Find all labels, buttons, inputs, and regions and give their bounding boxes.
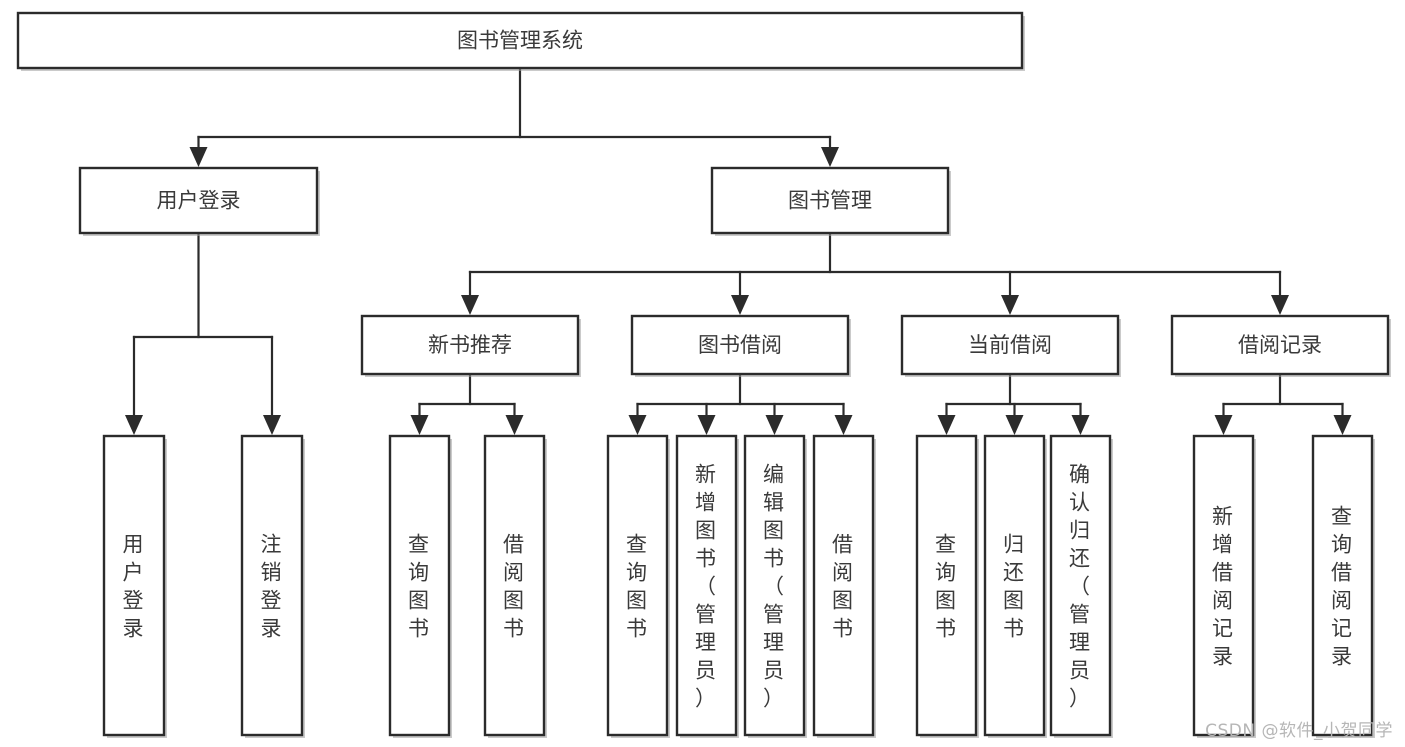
connector-arrowhead — [628, 415, 647, 435]
node-book-manage[interactable]: 图书管理 — [710, 166, 951, 236]
node-new-book-rec[interactable]: 新书推荐 — [360, 314, 581, 377]
node-rect[interactable] — [1192, 434, 1255, 737]
connector-arrowhead — [697, 415, 716, 435]
node-leaf-borrow-query-book[interactable]: 查询图书 — [606, 434, 670, 738]
node-label: 当前借阅 — [968, 333, 1052, 357]
node-label: 图书管理系统 — [457, 29, 583, 53]
node-user-login[interactable]: 用户登录 — [78, 166, 320, 236]
connector-arrowhead — [1333, 415, 1352, 435]
node-label: 借阅记录 — [1238, 333, 1322, 357]
node-label: 借阅图书 — [832, 532, 855, 640]
node-rect[interactable] — [915, 434, 978, 737]
connector-group — [1214, 372, 1352, 435]
node-leaf-borrow-book[interactable]: 借阅图书 — [812, 434, 876, 738]
node-rect[interactable] — [710, 166, 950, 235]
connector-arrowhead — [461, 295, 479, 315]
connector-arrowhead — [410, 415, 429, 435]
node-rect[interactable] — [675, 434, 738, 737]
node-rect[interactable] — [1049, 434, 1112, 737]
connector-group — [189, 66, 839, 167]
connector-arrowhead — [1005, 415, 1024, 435]
node-root[interactable]: 图书管理系统 — [16, 11, 1025, 71]
connector-group — [628, 372, 853, 435]
connector-arrowhead — [1271, 295, 1289, 315]
node-label: 注销登录 — [261, 532, 284, 640]
node-rect[interactable] — [900, 314, 1120, 376]
node-leaf-logout[interactable]: 注销登录 — [240, 434, 305, 738]
node-label: 用户登录 — [123, 532, 146, 640]
connector-arrowhead — [125, 415, 143, 435]
node-rect[interactable] — [78, 166, 319, 235]
connector-arrowhead — [937, 415, 956, 435]
connector-group — [410, 372, 524, 435]
node-label: 新书推荐 — [428, 333, 512, 357]
connector-arrowhead — [189, 147, 208, 167]
node-label: 查询图书 — [408, 532, 431, 640]
connector-arrowhead — [1071, 415, 1090, 435]
connector-arrowhead — [263, 415, 281, 435]
connector-arrowhead — [1001, 295, 1019, 315]
node-current-borrow[interactable]: 当前借阅 — [900, 314, 1121, 377]
node-rect[interactable] — [1311, 434, 1374, 737]
node-leaf-user-login[interactable]: 用户登录 — [102, 434, 167, 738]
node-leaf-rec-query-book[interactable]: 查询图书 — [388, 434, 452, 738]
node-label: 新增图书（管理员） — [695, 462, 718, 710]
node-book-borrow[interactable]: 图书借阅 — [630, 314, 851, 377]
node-leaf-add-record[interactable]: 新增借阅记录 — [1192, 434, 1256, 738]
node-label: 归还图书 — [1003, 532, 1026, 640]
connector-arrowhead — [765, 415, 784, 435]
node-rect[interactable] — [983, 434, 1046, 737]
node-rect[interactable] — [102, 434, 166, 737]
node-label: 查询图书 — [626, 532, 649, 640]
node-label: 新增借阅记录 — [1212, 504, 1235, 668]
node-borrow-record[interactable]: 借阅记录 — [1170, 314, 1391, 377]
nodes-layer: 图书管理系统用户登录图书管理新书推荐图书借阅当前借阅借阅记录用户登录注销登录查询… — [16, 11, 1391, 738]
node-label: 用户登录 — [157, 189, 241, 213]
node-rect[interactable] — [240, 434, 304, 737]
connector-arrowhead — [731, 295, 749, 315]
node-leaf-cur-query-book[interactable]: 查询图书 — [915, 434, 979, 738]
node-leaf-rec-borrow-book[interactable]: 借阅图书 — [483, 434, 547, 738]
node-rect[interactable] — [16, 11, 1024, 70]
node-label: 确认归还（管理员） — [1069, 462, 1092, 710]
node-rect[interactable] — [483, 434, 546, 737]
connector-group — [125, 231, 281, 435]
node-label: 借阅图书 — [503, 532, 526, 640]
node-label: 查询借阅记录 — [1331, 504, 1354, 668]
node-rect[interactable] — [743, 434, 806, 737]
node-label: 图书借阅 — [698, 333, 782, 357]
node-leaf-return-book[interactable]: 归还图书 — [983, 434, 1047, 738]
connector-arrowhead — [505, 415, 524, 435]
connector-group — [461, 231, 1289, 315]
node-leaf-query-record[interactable]: 查询借阅记录 — [1311, 434, 1375, 738]
connector-group — [937, 372, 1090, 435]
node-label: 查询图书 — [935, 532, 958, 640]
node-rect[interactable] — [388, 434, 451, 737]
connector-arrowhead — [1214, 415, 1233, 435]
node-label: 编辑图书（管理员） — [763, 462, 786, 710]
node-leaf-edit-book[interactable]: 编辑图书（管理员） — [743, 434, 807, 738]
connector-arrowhead — [821, 147, 839, 167]
node-rect[interactable] — [630, 314, 850, 376]
node-rect[interactable] — [812, 434, 875, 737]
connector-arrowhead — [834, 415, 853, 435]
edges-layer — [125, 66, 1352, 435]
node-leaf-confirm-return[interactable]: 确认归还（管理员） — [1049, 434, 1113, 738]
node-leaf-add-book[interactable]: 新增图书（管理员） — [675, 434, 739, 738]
node-rect[interactable] — [1170, 314, 1390, 376]
node-label: 图书管理 — [788, 189, 872, 213]
node-rect[interactable] — [606, 434, 669, 737]
node-rect[interactable] — [360, 314, 580, 376]
